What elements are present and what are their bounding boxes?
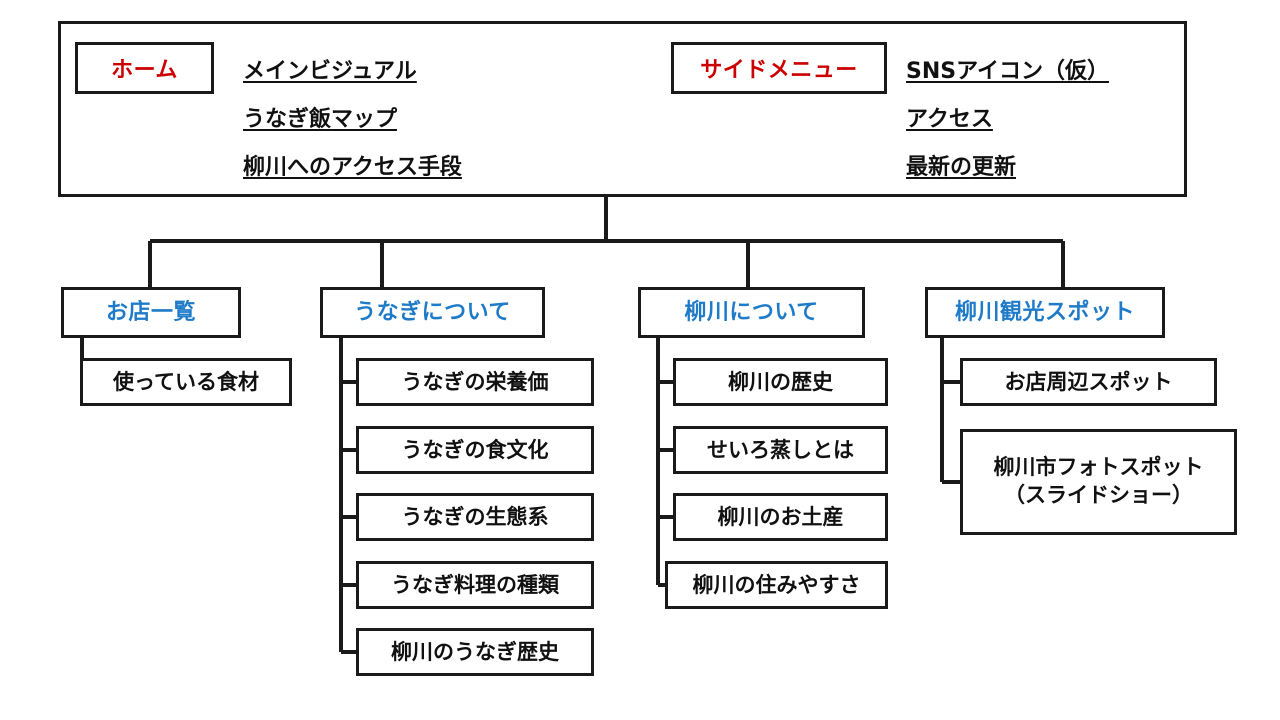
leaf-box-unagi-dish-types[interactable]: うなぎ料理の種類 <box>356 561 594 609</box>
leaf-box-yanagawa-livability[interactable]: 柳川の住みやすさ <box>665 561 888 609</box>
category-box-yanagawa-sightseeing[interactable]: 柳川観光スポット <box>925 287 1165 338</box>
leaf-label: うなぎの栄養価 <box>401 369 549 394</box>
category-label: お店一覧 <box>105 299 196 325</box>
side-menu-label: サイドメニュー <box>700 58 858 83</box>
leaf-label: 柳川の住みやすさ <box>692 572 861 597</box>
leaf-label: 柳川のうなぎ歴史 <box>391 639 559 664</box>
category-box-about-yanagawa[interactable]: 柳川について <box>638 287 865 338</box>
home-link-list: メインビジュアル うなぎ飯マップ 柳川へのアクセス手段 <box>243 53 462 181</box>
leaf-label: 柳川のお土産 <box>717 504 844 529</box>
leaf-box-unagi-nutrition[interactable]: うなぎの栄養価 <box>356 358 594 406</box>
side-menu-link-sns-icon[interactable]: SNSアイコン（仮） <box>906 59 1110 84</box>
leaf-label: せいろ蒸しとは <box>707 437 854 462</box>
leaf-label: 使っている食材 <box>113 369 259 394</box>
side-menu-link-latest-update[interactable]: 最新の更新 <box>906 155 1017 180</box>
home-link-unagi-map[interactable]: うなぎ飯マップ <box>243 107 398 132</box>
category-label: 柳川について <box>684 299 819 325</box>
side-menu-link-list: SNSアイコン（仮） アクセス 最新の更新 <box>906 53 1109 181</box>
leaf-box-yanagawa-history[interactable]: 柳川の歴史 <box>673 358 888 406</box>
leaf-box-yanagawa-souvenirs[interactable]: 柳川のお土産 <box>673 493 888 541</box>
home-label: ホーム <box>111 58 178 83</box>
leaf-box-unagi-food-culture[interactable]: うなぎの食文化 <box>356 426 594 474</box>
side-menu-link-access[interactable]: アクセス <box>906 107 993 132</box>
side-menu-label-box[interactable]: サイドメニュー <box>671 42 887 94</box>
category-box-about-unagi[interactable]: うなぎについて <box>320 287 545 338</box>
leaf-label: 柳川の歴史 <box>728 369 833 394</box>
leaf-box-unagi-ecosystem[interactable]: うなぎの生態系 <box>356 493 594 541</box>
leaf-label-line2: （スライドショー） <box>1004 483 1193 507</box>
category-label: 柳川観光スポット <box>954 299 1135 325</box>
leaf-label: うなぎ料理の種類 <box>391 572 559 597</box>
home-link-access-means[interactable]: 柳川へのアクセス手段 <box>243 155 462 180</box>
leaf-box-seiromushi[interactable]: せいろ蒸しとは <box>673 426 888 474</box>
leaf-label-line1: 柳川市フォトスポット <box>993 455 1204 480</box>
leaf-box-yanagawa-unagi-history[interactable]: 柳川のうなぎ歴史 <box>356 628 594 676</box>
leaf-box-ingredients[interactable]: 使っている食材 <box>80 358 292 406</box>
top-level-frame <box>58 21 1187 197</box>
leaf-label: うなぎの生態系 <box>401 504 549 529</box>
home-link-main-visual[interactable]: メインビジュアル <box>243 59 417 84</box>
category-box-shop-list[interactable]: お店一覧 <box>61 287 241 338</box>
category-label: うなぎについて <box>354 299 511 325</box>
leaf-box-nearby-spots[interactable]: お店周辺スポット <box>960 358 1217 406</box>
home-label-box[interactable]: ホーム <box>75 42 214 94</box>
leaf-label: お店周辺スポット <box>1004 369 1173 394</box>
leaf-label: うなぎの食文化 <box>401 437 549 462</box>
leaf-box-photo-spots[interactable]: 柳川市フォトスポット （スライドショー） <box>960 429 1237 535</box>
